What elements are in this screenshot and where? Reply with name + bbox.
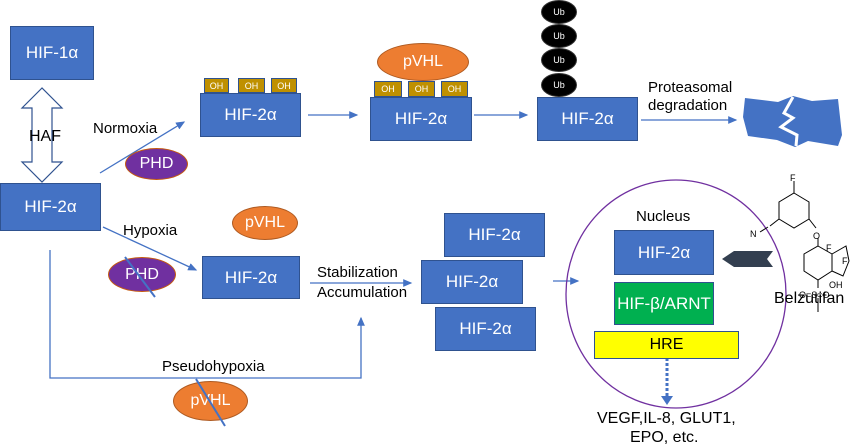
oh-tag: OH (238, 78, 265, 93)
hif2a-accumulated-box: HIF-2α (435, 307, 536, 351)
hif2a-ubiquitinated-box: HIF-2α (537, 97, 638, 141)
hif2a-pvhl-complex-box: HIF-2α (370, 97, 472, 141)
atom-sulfonyl: O=S=O (799, 290, 830, 300)
atom-fluorine-top: F (790, 173, 796, 183)
hif2a-accumulated-box: HIF-2α (421, 260, 523, 304)
atom-fluorine-2: F (842, 256, 848, 266)
phd-inhibited: PHD (108, 257, 176, 292)
oh-tag: OH (374, 81, 402, 97)
hif2a-hydroxylated-box: HIF-2α (200, 93, 301, 137)
stabilization-label: Stabilization (317, 264, 398, 281)
atom-oxygen: O (813, 231, 821, 241)
accumulation-label: Accumulation (317, 284, 408, 301)
atom-fluorine-1: F (826, 243, 832, 253)
hif1a-box: HIF-1α (10, 26, 94, 80)
oh-tag: OH (408, 81, 435, 97)
normoxia-arrow (99, 121, 186, 174)
nucleus-label: Nucleus (636, 208, 691, 225)
oh-tag: OH (204, 78, 229, 93)
oh-tag: OH (441, 81, 468, 97)
hypoxia-arrow (102, 226, 198, 271)
hif2a-stable-box: HIF-2α (202, 256, 300, 299)
ubiquitin: Ub (541, 0, 577, 24)
belzutifan-structure (759, 181, 850, 312)
pvhl-free: pVHL (232, 206, 298, 240)
pseudohypoxia-path (49, 250, 365, 379)
pvhl-bound: pVHL (377, 43, 469, 81)
ubiquitin: Ub (541, 24, 577, 48)
hif2a-accumulated-box: HIF-2α (444, 213, 545, 257)
normoxia-label: Normoxia (93, 120, 158, 137)
atom-hydroxyl: OH (829, 280, 843, 290)
proteasomal-label: Proteasomal (648, 79, 733, 96)
atom-nitrogen: N (750, 229, 757, 239)
degraded-protein-shape (743, 96, 842, 147)
hypoxia-label: Hypoxia (123, 222, 178, 239)
pvhl-inactivated: pVHL (173, 381, 248, 421)
hif2a-nuclear-box: HIF-2α (614, 230, 714, 275)
ubiquitin: Ub (541, 48, 577, 72)
target-genes-line-2: EPO, etc. (630, 429, 699, 446)
pseudohypoxia-label: Pseudohypoxia (162, 358, 265, 375)
hif2a-origin-box: HIF-2α (0, 183, 101, 231)
hif-beta-arnt-box: HIF-β/ARNT (614, 282, 714, 325)
oh-tag: OH (271, 78, 297, 93)
belzutifan-label: Belzutifan (774, 290, 845, 307)
belzutifan-inhibitor-arrow (722, 251, 773, 267)
hre-box: HRE (594, 331, 739, 359)
degradation-label: degradation (648, 97, 728, 114)
nucleus-circle (565, 179, 787, 409)
phd-enzyme: PHD (125, 148, 188, 180)
haf-label: HAF (29, 128, 61, 145)
target-genes-line-1: VEGF,IL-8, GLUT1, (597, 410, 736, 427)
ubiquitin: Ub (541, 73, 577, 97)
haf-double-arrow (20, 87, 64, 183)
